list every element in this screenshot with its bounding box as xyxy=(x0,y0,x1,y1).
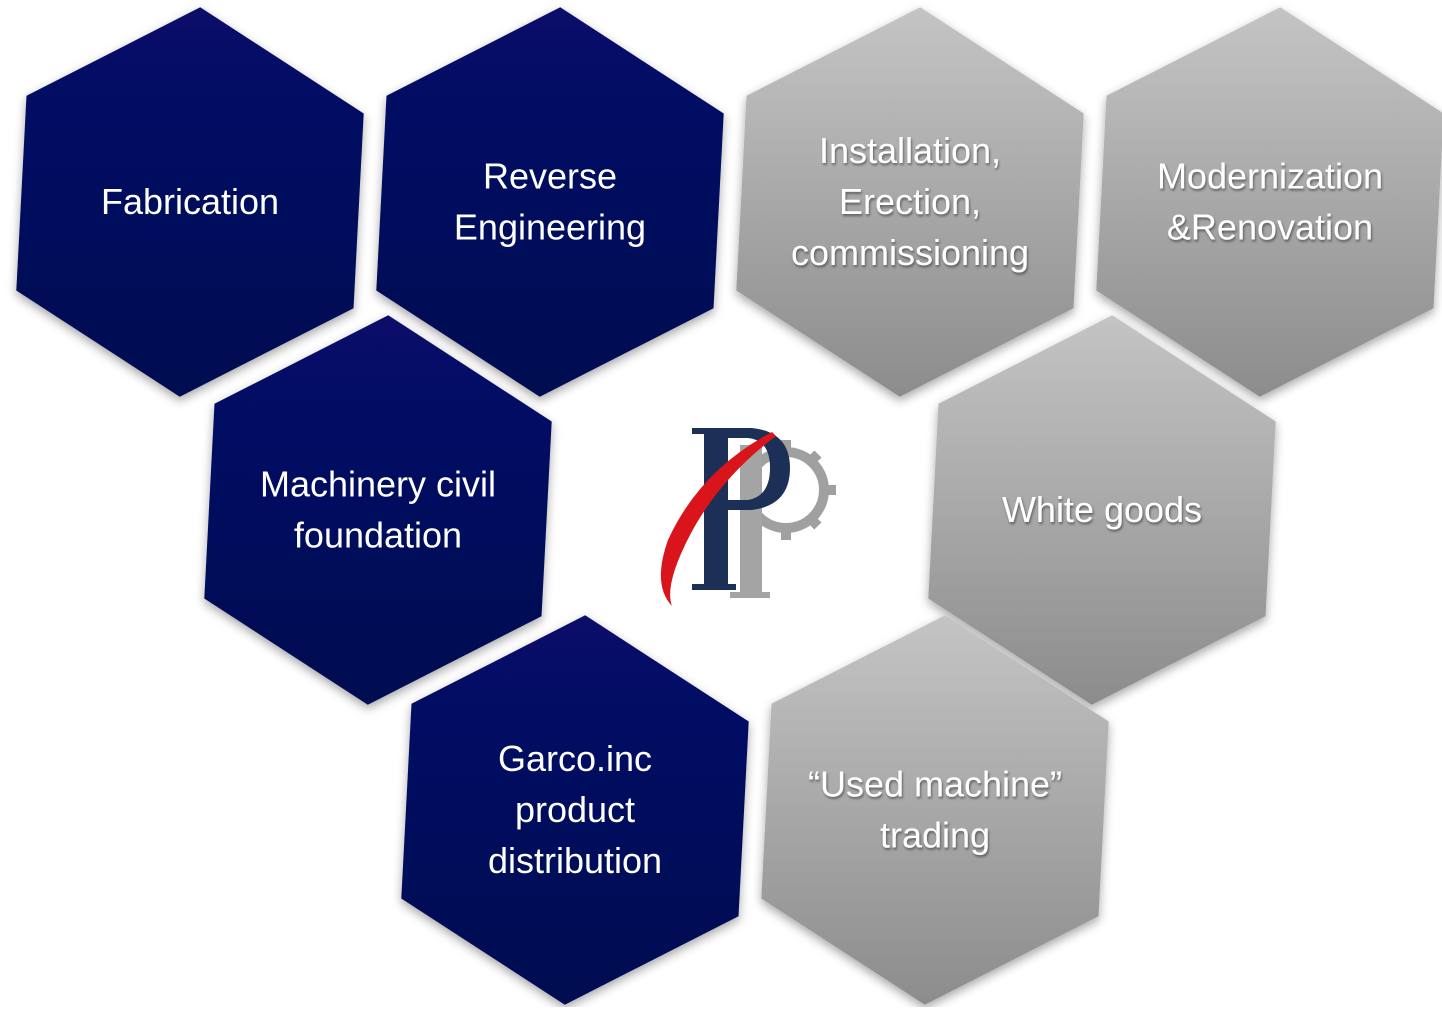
hexagon-shape xyxy=(204,315,552,705)
hexagon-label: Fabrication xyxy=(101,181,279,222)
hexagon-label: “Used machine” xyxy=(808,764,1062,805)
hexagon-label: product xyxy=(515,789,635,830)
hexagon-machinery-civil: Machinery civil foundation xyxy=(204,315,552,705)
hexagon-installation: Installation, Erection, commissioning xyxy=(736,7,1084,397)
logo-red-swoosh xyxy=(660,432,776,606)
hexagon-label: Engineering xyxy=(454,207,646,248)
hexagon-fabrication: Fabrication xyxy=(16,7,364,397)
hexagon-label: commissioning xyxy=(791,232,1029,273)
hexagon-label: Garco.inc xyxy=(498,738,652,779)
hexagon-shape xyxy=(761,615,1109,1005)
logo-navy-p xyxy=(692,428,790,590)
hexagon-label: foundation xyxy=(294,515,462,556)
hexagon-shape xyxy=(401,615,749,1005)
hexagon-modernization: Modernization&Renovation xyxy=(1096,7,1442,397)
hexagon-label: Reverse xyxy=(483,156,617,197)
hexagon-label: Installation, xyxy=(819,130,1001,171)
hexagon-shape xyxy=(376,7,724,397)
hexagon-label: trading xyxy=(880,815,990,856)
pp-gear-logo-icon xyxy=(660,428,836,606)
hexagon-white-goods: White goods xyxy=(928,315,1276,705)
hexagon-shape xyxy=(736,7,1084,397)
hexagon-layer: FabricationReverseEngineeringInstallatio… xyxy=(16,7,1442,1005)
hexagon-shape xyxy=(16,7,364,397)
hexagon-used-machine: “Used machine” trading xyxy=(761,615,1109,1005)
hexagon-label: Erection, xyxy=(839,181,981,222)
hexagon-label: Modernization xyxy=(1157,156,1383,197)
hexagon-shape xyxy=(928,315,1276,705)
hexagon-label: White goods xyxy=(1002,489,1202,530)
hexagon-shape xyxy=(1096,7,1442,397)
hexagon-label: Machinery civil xyxy=(260,464,496,505)
hexagon-label: distribution xyxy=(488,840,662,881)
hexagon-label: &Renovation xyxy=(1167,207,1373,248)
logo-grey-stem xyxy=(740,445,762,597)
hexagon-garco: Garco.inc product distribution xyxy=(401,615,749,1005)
